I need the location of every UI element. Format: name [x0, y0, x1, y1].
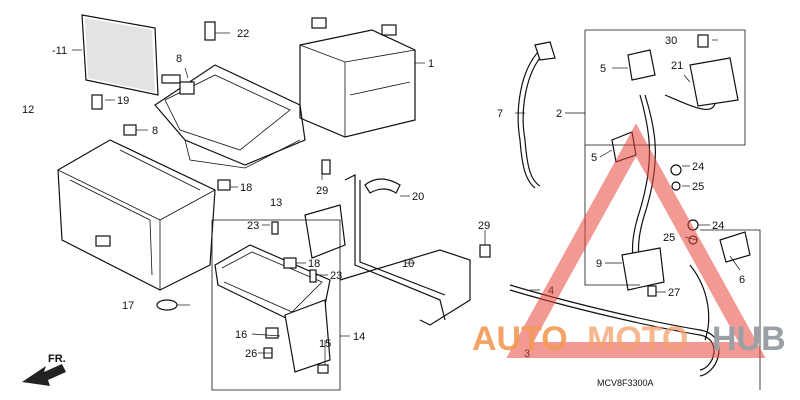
drawing-code: MCV8F3300A	[597, 378, 654, 388]
callout-22: 22	[237, 28, 249, 40]
assembly-boxes	[211, 29, 761, 391]
battery-cover-sheet	[81, 14, 159, 96]
callout-19: 19	[117, 95, 129, 107]
callout-24b: 24	[712, 220, 724, 232]
fasteners	[91, 21, 709, 374]
callout-5b: 5	[591, 152, 597, 164]
battery-cable	[517, 41, 556, 189]
callout-6: 6	[739, 274, 745, 286]
callout-18a: 18	[240, 182, 252, 194]
callout-24a: 24	[692, 161, 704, 173]
callout-8b: 8	[152, 125, 158, 137]
callout-29b: 29	[478, 220, 490, 232]
callout-23a: 23	[247, 220, 259, 232]
battery-tray-frame	[154, 64, 306, 169]
clip	[364, 178, 401, 194]
callout-8a: 8	[176, 53, 182, 65]
watermark-part-hub: HUB	[712, 320, 786, 358]
callout-25a: 25	[692, 181, 704, 193]
callout-27: 27	[668, 287, 680, 299]
callout-1: 1	[428, 58, 434, 70]
watermark-part-moto: MOTO	[587, 320, 688, 358]
callout-21: 21	[671, 60, 683, 72]
front-arrow: FR.	[22, 353, 66, 386]
watermark-logo: AUTO MOTO HUB	[472, 123, 786, 358]
bracket-frame	[304, 174, 471, 326]
callout-17: 17	[122, 300, 134, 312]
front-arrow-label: FR.	[48, 353, 66, 365]
callout-10: 10	[402, 258, 414, 270]
callout-7: 7	[497, 108, 503, 120]
callout-9: 9	[596, 258, 602, 270]
callout-12: 12	[22, 104, 34, 116]
callout-30: 30	[665, 35, 677, 47]
battery-box	[57, 139, 216, 291]
callout-29a: 29	[316, 185, 328, 197]
callout-2: 2	[556, 108, 562, 120]
callout-14: 14	[353, 331, 365, 343]
callout-11: -11	[52, 45, 67, 57]
callout-13: 13	[270, 197, 282, 209]
callout-5a: 5	[600, 63, 606, 75]
callout-26: 26	[245, 348, 257, 360]
callout-20: 20	[412, 191, 424, 203]
callout-18b: 18	[308, 258, 320, 270]
watermark-part-auto: AUTO	[472, 320, 568, 358]
callout-labels: 1 2 3 4 5 5 6 7 8 8 9 10 -11 12 13 14 15…	[22, 28, 745, 360]
callout-25b: 25	[663, 232, 675, 244]
lower-tray	[214, 244, 331, 373]
battery	[299, 17, 416, 138]
callout-15: 15	[319, 338, 331, 350]
leader-lines	[72, 32, 741, 365]
callout-23b: 23	[330, 270, 342, 282]
callout-16: 16	[235, 329, 247, 341]
